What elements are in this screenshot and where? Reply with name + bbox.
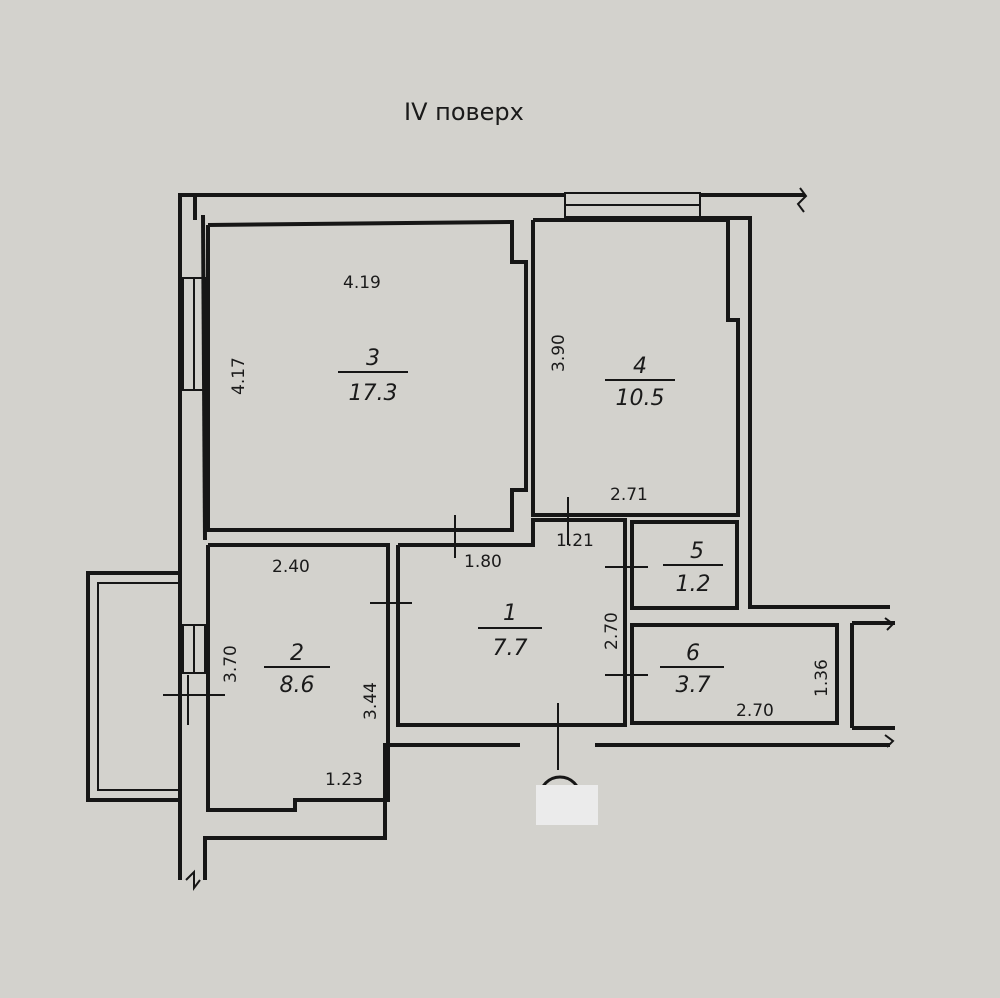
room-2-dim-bottom: 1.23 bbox=[325, 770, 363, 790]
room-1-label: 1 7.7 1.80 1.21 2.70 bbox=[464, 531, 622, 661]
floor-title: IV поверх bbox=[404, 98, 524, 126]
room-4-number: 4 bbox=[633, 354, 647, 379]
wall-break-marks bbox=[185, 187, 895, 891]
room-1-dim-right: 2.70 bbox=[602, 612, 622, 650]
room-5-number: 5 bbox=[690, 539, 704, 564]
room-2-dim-right: 3.44 bbox=[361, 682, 381, 720]
room-6-dim-bottom: 2.70 bbox=[736, 701, 774, 721]
room-6-area: 3.7 bbox=[676, 673, 711, 698]
room-1-number: 1 bbox=[503, 601, 517, 626]
room-5-outline bbox=[630, 520, 739, 610]
room-5-label: 5 1.2 bbox=[663, 539, 723, 597]
room-2-area: 8.6 bbox=[280, 673, 315, 698]
room-walls bbox=[206, 218, 895, 812]
room-1-dim-top: 1.80 bbox=[464, 552, 502, 572]
windows bbox=[182, 192, 701, 674]
room-1-outline bbox=[396, 518, 627, 727]
room-1-dim-door: 1.21 bbox=[556, 531, 594, 551]
room-2-dim-left: 3.70 bbox=[221, 645, 241, 683]
room-4-dim-height: 3.90 bbox=[549, 334, 569, 372]
entrance-icon bbox=[536, 775, 598, 825]
room-3-area: 17.3 bbox=[349, 381, 398, 406]
room-4-dim-width: 2.71 bbox=[610, 485, 648, 505]
door-marks bbox=[163, 497, 648, 770]
room-3-dim-height: 4.17 bbox=[229, 357, 249, 395]
room-4-area: 10.5 bbox=[616, 386, 665, 411]
room-3-outline bbox=[206, 219, 528, 532]
room-2-outline bbox=[206, 543, 390, 812]
room-4-outline bbox=[531, 218, 740, 517]
room-4-label: 4 10.5 3.90 2.71 bbox=[549, 334, 675, 505]
room-6-label: 6 3.7 1.36 2.70 bbox=[660, 641, 832, 721]
room-6-dim-right: 1.36 bbox=[812, 659, 832, 697]
balcony bbox=[86, 571, 180, 802]
room-3-number: 3 bbox=[366, 346, 380, 371]
room-1-area: 7.7 bbox=[493, 636, 528, 661]
room-3-dim-width: 4.19 bbox=[343, 273, 381, 293]
room-2-number: 2 bbox=[290, 641, 304, 666]
room-6-outline bbox=[630, 623, 839, 725]
room-2-dim-top: 2.40 bbox=[272, 557, 310, 577]
room-2-label: 2 8.6 2.40 3.70 3.44 1.23 bbox=[221, 557, 381, 790]
room-3-label: 3 17.3 4.19 4.17 bbox=[229, 273, 408, 406]
room-6-number: 6 bbox=[686, 641, 700, 666]
room-5-area: 1.2 bbox=[676, 572, 711, 597]
